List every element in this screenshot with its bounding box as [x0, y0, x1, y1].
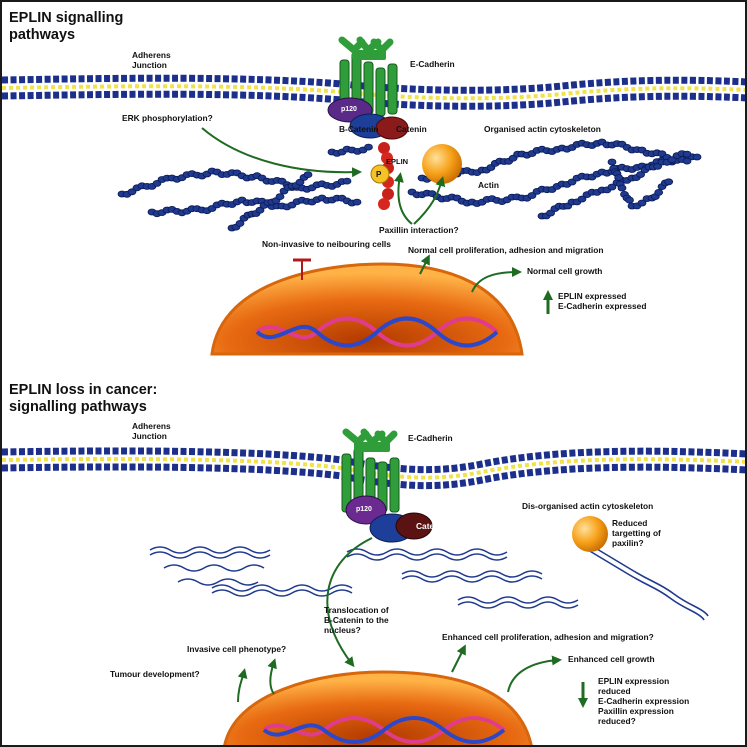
erk-arrow: [201, 127, 362, 178]
translocation-1: Translocation of: [324, 605, 389, 615]
paxillin-interaction-label: Paxillin interaction?: [379, 225, 459, 235]
invasive-arrow: [267, 658, 277, 695]
translocation-3: nucleus?: [324, 625, 361, 635]
phospho-site: [370, 164, 390, 184]
enhanced-growth-arrow: [507, 655, 562, 693]
top-a-catenin-label: Catenin: [396, 124, 427, 134]
top-e-cadherin-label: E-Cadherin: [410, 59, 455, 69]
translocation-2: B-Catenin to the: [324, 615, 389, 625]
actin-fragments: [149, 545, 709, 621]
dna-bottom: [262, 716, 506, 744]
actin-bead: [637, 199, 647, 207]
top-p120-label: p120: [341, 106, 357, 113]
enhanced-growth-label: Enhanced cell growth: [568, 654, 655, 664]
enhanced-prolif-arrow: [451, 644, 466, 673]
tumour-arrow: [237, 668, 248, 703]
actin-bead: [255, 206, 265, 214]
actin-bead: [614, 174, 624, 182]
e-cadherin-bottom: [341, 428, 400, 513]
actin-bead: [607, 183, 617, 191]
invasive-label: Invasive cell phenotype?: [187, 644, 287, 654]
bottom-adherens-2: Junction: [132, 431, 167, 441]
normal-proliferation-label: Normal cell proliferation, adhesion and …: [408, 245, 604, 255]
p120-bottom: [345, 495, 387, 525]
top-b-catenin-label: B-Catenin: [339, 124, 379, 134]
paxillin-reduced-1: Paxillin expression: [598, 706, 674, 716]
a-catenin-top: [375, 116, 409, 140]
actin-bead: [625, 196, 634, 204]
actin-bead: [342, 177, 352, 185]
ecad-expressed-label: E-Cadherin expressed: [558, 301, 647, 311]
eplin-expressed-label: EPLIN expressed: [558, 291, 627, 301]
actin-bead: [303, 171, 313, 179]
top-adherens-2: Junction: [132, 60, 167, 70]
eplin-reduced-2: reduced: [598, 686, 631, 696]
top-title-line1: EPLIN signalling: [9, 10, 124, 26]
top-adherens-1: Adherens: [132, 50, 171, 60]
actin-bead: [692, 153, 702, 161]
prolif-arrow-top: [419, 254, 430, 275]
actin-bead: [295, 178, 305, 186]
bottom-title-line1: EPLIN loss in cancer:: [9, 382, 158, 398]
eplin-protein: [370, 142, 394, 210]
actin-bead: [607, 158, 617, 166]
tumour-label: Tumour development?: [110, 669, 200, 679]
actin-bead: [235, 219, 245, 227]
actin-bead: [636, 171, 645, 178]
erk-label: ERK phosphorylation?: [122, 113, 213, 123]
paxillin-ball-top: [422, 144, 462, 184]
dna-top: [255, 316, 499, 348]
bottom-adherens-1: Adherens: [132, 421, 171, 431]
actin-bead: [275, 193, 285, 201]
actin-bead: [577, 195, 587, 203]
actin-label: Actin: [478, 180, 499, 190]
paxillin-reduced-2: reduced?: [598, 716, 636, 726]
growth-arrow-top: [471, 267, 522, 293]
bottom-p120-label: p120: [356, 506, 372, 513]
translocation-arrow: [326, 537, 373, 668]
ecad-reduced-label: E-Cadherin expression: [598, 696, 690, 706]
paxillin-arrow-up: [393, 172, 413, 225]
a-catenin-bottom: [395, 512, 433, 540]
actin-network-top: [117, 138, 702, 232]
bottom-title-line2: signalling pathways: [9, 399, 147, 415]
phospho-label: P: [376, 170, 382, 179]
top-title-line2: pathways: [9, 27, 76, 43]
eplin-reduced-1: EPLIN expression: [598, 676, 670, 686]
actin-bead: [364, 143, 373, 151]
reduced-targetting-2: targetting of: [612, 528, 661, 538]
actin-bead: [654, 188, 664, 196]
disorganised-actin-label: Dis-organised actin cytoskeleton: [522, 501, 654, 511]
non-invasive-label: Non-invasive to neibouring cells: [262, 239, 391, 249]
actin-bead: [664, 178, 674, 186]
reduced-targetting-3: paxilin?: [612, 538, 644, 548]
eplin-label: EPLIN: [386, 157, 409, 166]
paxillin-arrow-ball: [413, 176, 446, 225]
actin-bead: [617, 184, 627, 192]
actin-bead: [352, 198, 362, 206]
actin-bead: [682, 150, 692, 158]
top-membrane: [2, 74, 745, 110]
organised-actin-label: Organised actin cytoskeleton: [484, 124, 601, 134]
bottom-membrane: [2, 447, 745, 490]
paxillin-ball-bottom: [572, 516, 608, 552]
actin-bead: [682, 157, 692, 165]
enhanced-proliferation-label: Enhanced cell proliferation, adhesion an…: [442, 632, 654, 642]
bottom-a-catenin-label: Catenin: [416, 521, 447, 531]
reduced-targetting-1: Reduced: [612, 518, 648, 528]
bottom-e-cadherin-label: E-Cadherin: [408, 433, 453, 443]
normal-growth-label: Normal cell growth: [527, 266, 603, 276]
